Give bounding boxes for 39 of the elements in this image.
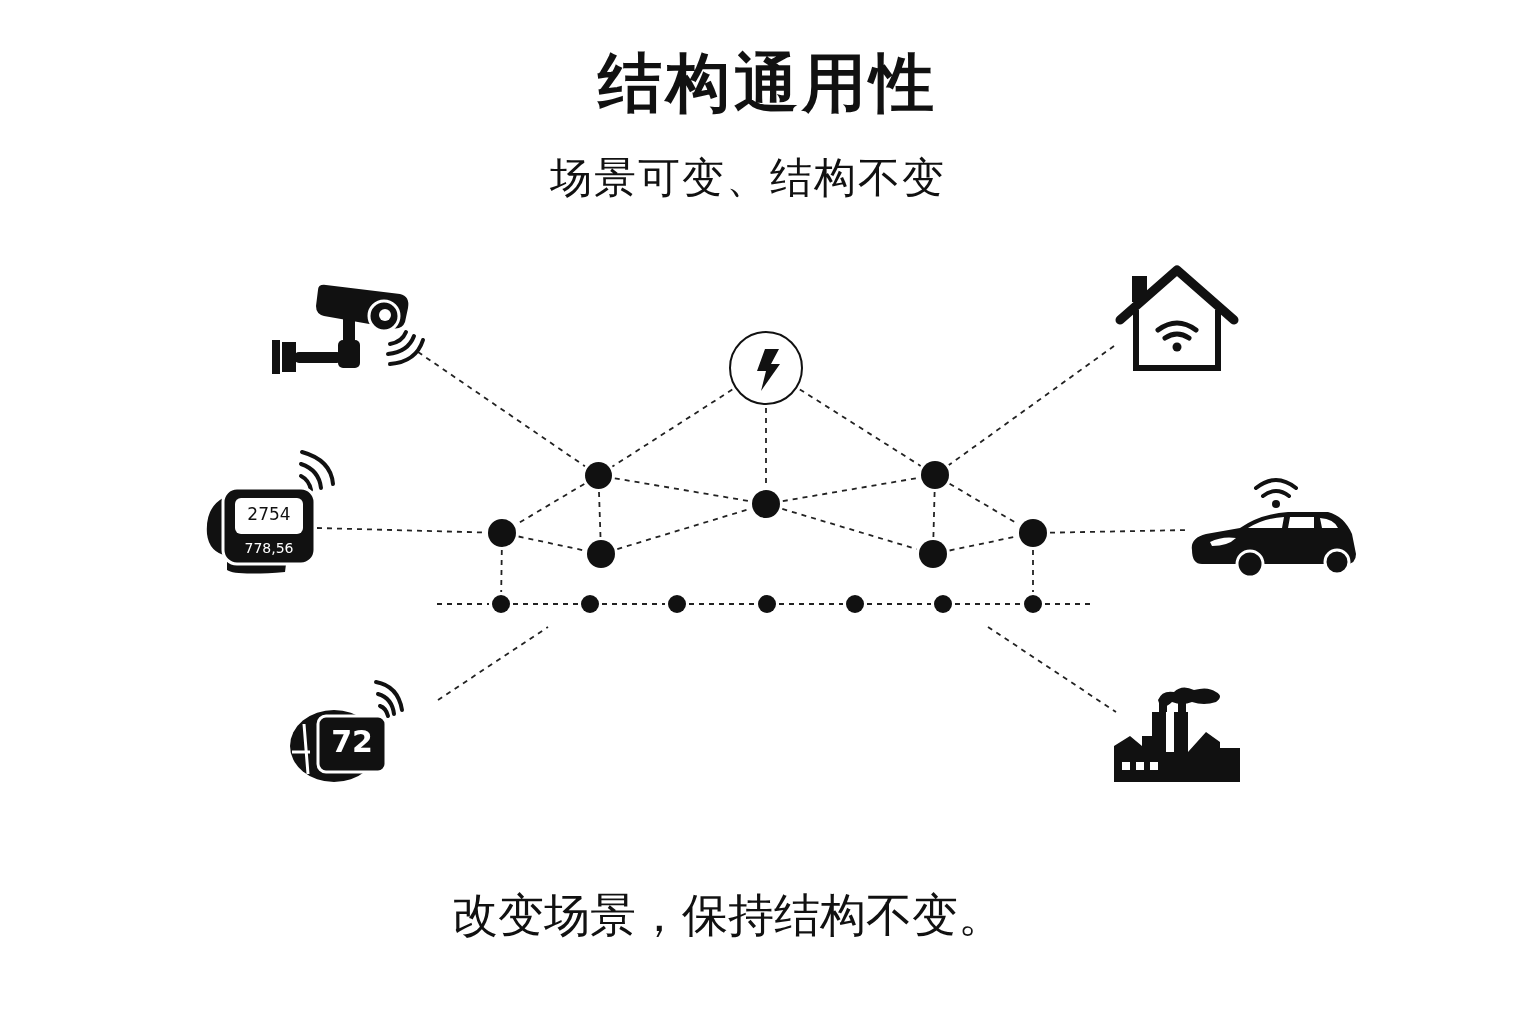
title: 结构通用性 xyxy=(596,45,939,122)
network-node xyxy=(934,595,952,613)
dashed-connector xyxy=(601,603,666,605)
meter-reading: 2754 xyxy=(246,504,292,524)
meter-reading: 778,56 xyxy=(243,540,295,556)
dashed-connector xyxy=(947,345,1115,466)
dashed-connector xyxy=(512,603,579,605)
dashed-connector xyxy=(598,491,602,538)
network-node xyxy=(758,595,776,613)
dashed-connector xyxy=(954,603,1022,605)
dashed-connector xyxy=(437,626,549,701)
dashed-connector xyxy=(417,351,586,468)
network-node xyxy=(921,461,949,489)
dashed-connector xyxy=(987,626,1117,713)
network-node xyxy=(585,462,612,489)
network-node xyxy=(492,595,510,613)
caption-text: 改变场景，保持结构不变。 xyxy=(451,887,1005,944)
dashed-connector xyxy=(500,549,503,593)
network-node xyxy=(668,595,686,613)
subtitle: 场景可变、结构不变 xyxy=(549,152,947,204)
dashed-connector xyxy=(1032,549,1034,593)
dashed-connector xyxy=(778,603,844,605)
dashed-connector xyxy=(688,603,756,605)
network-node xyxy=(488,519,516,547)
network-node xyxy=(752,490,780,518)
dashed-connector xyxy=(866,603,932,605)
dashed-connector xyxy=(798,388,922,467)
dashed-connector xyxy=(611,388,734,468)
network-node xyxy=(1019,519,1047,547)
network-node xyxy=(846,595,864,613)
dashed-connector xyxy=(781,508,918,550)
dashed-connector xyxy=(932,491,936,538)
dashed-connector xyxy=(613,477,751,502)
watch-display-number: 72 xyxy=(330,724,374,759)
network-node xyxy=(581,595,599,613)
network-node xyxy=(919,540,947,568)
network-node xyxy=(587,540,615,568)
dashed-connector xyxy=(436,603,490,605)
network-node xyxy=(1024,595,1042,613)
